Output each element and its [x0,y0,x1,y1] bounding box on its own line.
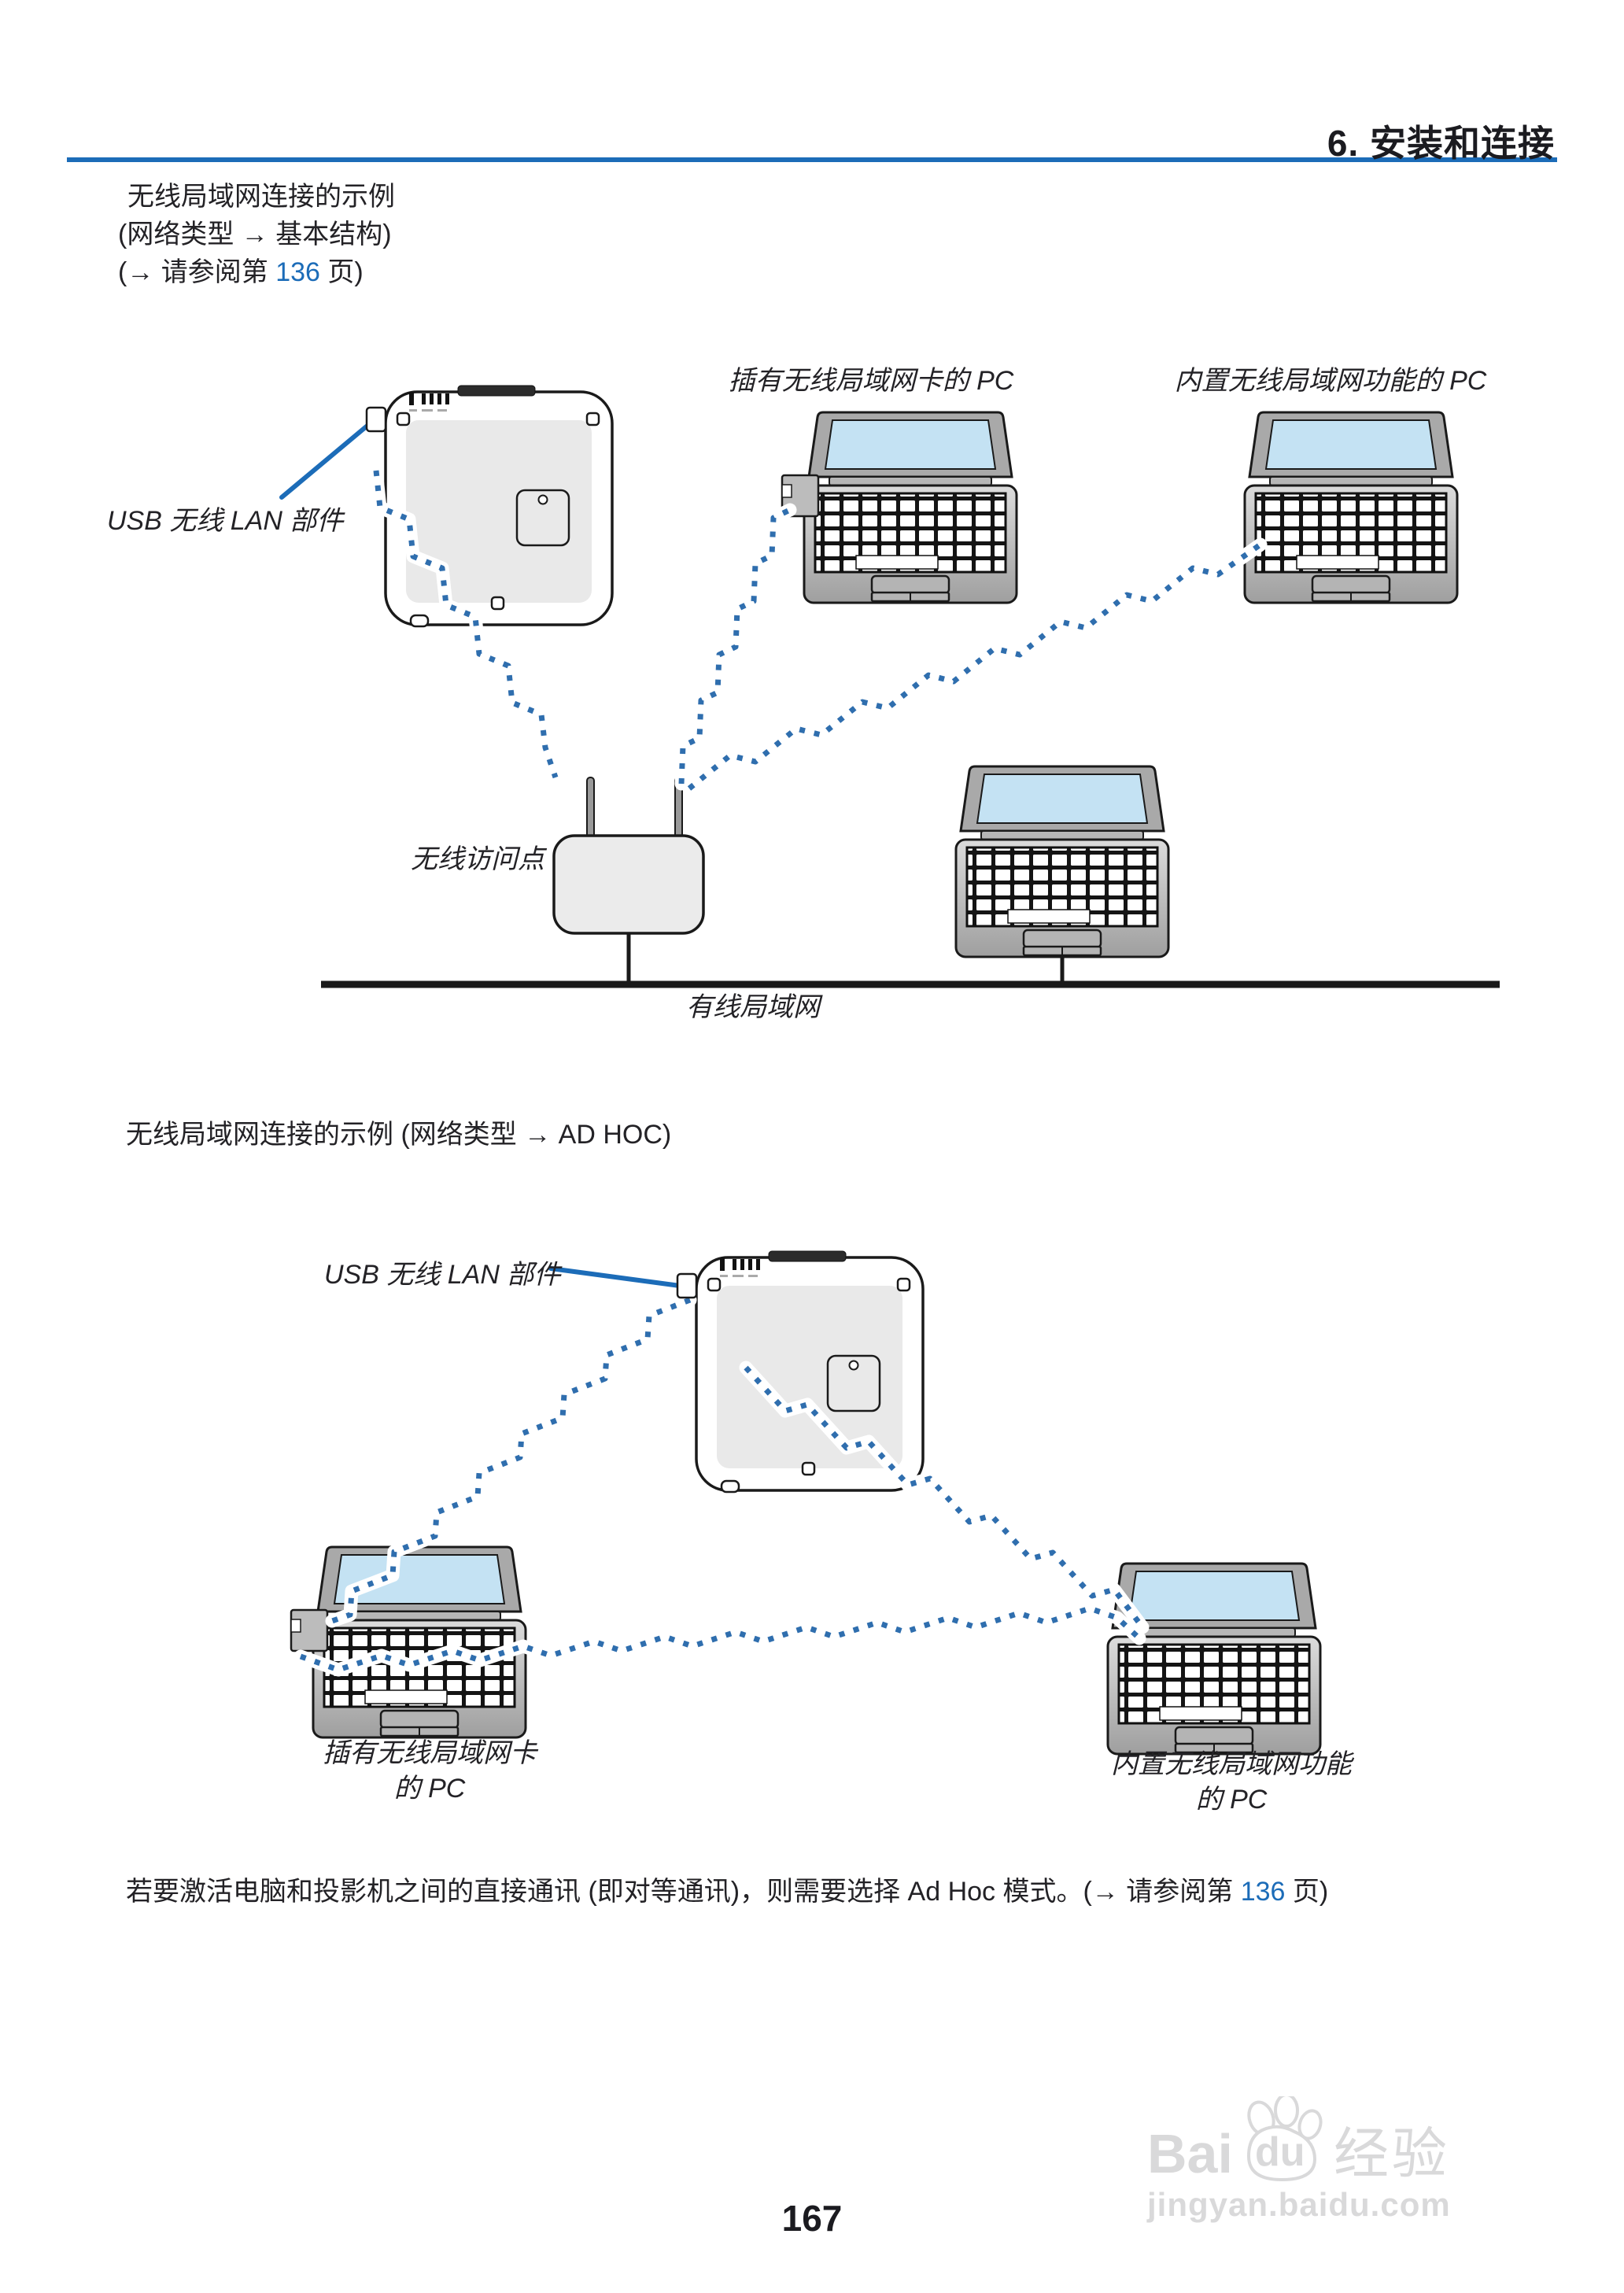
laptop-with-card [803,411,1018,604]
label-adhoc-pc-card: 插有无线局域网卡 的 PC [272,1736,587,1807]
header-rule [67,157,1557,162]
adhoc-link-pc-to-pc [293,1601,1146,1677]
footer-page-ref-link[interactable]: 136 [1240,1877,1286,1907]
baidu-watermark-url: jingyan.baidu.com [1147,2186,1451,2223]
label-adhoc-pc-card-line2: 的 PC [393,1774,466,1804]
page-number: 167 [781,2198,843,2239]
baidu-paw-icon: du [1235,2093,1327,2182]
label-wired-lan: 有线局域网 [686,992,820,1022]
baidu-bai-text: Bai [1147,2123,1233,2184]
baidu-watermark: Bai du 经验 jingyan.baidu.com [1147,2093,1451,2224]
intro-line1: 无线局域网连接的示例 [127,182,395,212]
label-adhoc-pc-builtin-line1: 内置无线局域网功能 [1111,1749,1352,1779]
footer-paragraph: 若要激活电脑和投影机之间的直接通讯 (即对等通讯)，则需要选择 Ad Hoc 模… [126,1873,1495,1911]
label-pc-builtin: 内置无线局域网功能的 PC [1174,366,1487,396]
laptop-with-card-adhoc [312,1545,527,1739]
wireless-lan-card-adhoc [290,1608,329,1652]
label-usb-unit-bottom: USB 无线 LAN 部件 [324,1260,561,1290]
page-ref-link[interactable]: 136 [275,257,320,287]
usb-callout-line-top [279,423,371,500]
usb-wireless-unit-top [365,406,387,433]
ref-prefix: (→ 请参阅第 [118,257,276,287]
usb-wireless-unit-bottom [676,1272,698,1299]
access-point [552,777,705,935]
label-access-point: 无线访问点 [411,844,544,874]
baidu-du-text: du [1254,2129,1305,2175]
laptop-wired [954,765,1170,958]
adhoc-link-projector-to-card-pc [325,1293,697,1628]
section-header: 6. 安装和连接 [1327,123,1555,164]
intro-line2: (网络类型 → 基本结构) [118,220,392,249]
wireless-link-ap-to-builtin-pc [682,537,1268,796]
adhoc-link-projector-to-builtin-pc [739,1361,1150,1634]
wireless-link-projector-to-ap [369,463,563,785]
label-adhoc-pc-builtin-line2: 的 PC [1195,1785,1268,1815]
ref-suffix: 页) [319,257,364,287]
wireless-link-ap-to-card-pc [674,503,797,791]
label-adhoc-pc-builtin: 内置无线局域网功能 的 PC [1074,1747,1389,1818]
projector-top [384,384,614,628]
label-pc-with-card: 插有无线局域网卡的 PC [728,366,1014,396]
baidu-jingyan-text: 经验 [1333,2123,1450,2184]
section2-heading: 无线局域网连接的示例 (网络类型 → AD HOC) [126,1120,672,1150]
laptop-builtin-adhoc [1106,1562,1322,1756]
intro-line3: (→ 请参阅第 136 页) [118,253,395,291]
laptop-builtin-wireless [1243,411,1459,604]
footer-text-suffix: 页) [1285,1877,1329,1907]
label-adhoc-pc-card-line1: 插有无线局域网卡 [323,1738,537,1768]
label-usb-unit-top: USB 无线 LAN 部件 [107,506,344,536]
usb-callout-line-bottom [548,1266,682,1288]
baidu-watermark-brand: Bai du 经验 [1147,2093,1451,2184]
intro-block: 无线局域网连接的示例 (网络类型 → 基本结构) (→ 请参阅第 136 页) [118,178,395,291]
footer-text-prefix: 若要激活电脑和投影机之间的直接通讯 (即对等通讯)，则需要选择 Ad Hoc 模… [126,1877,1241,1907]
